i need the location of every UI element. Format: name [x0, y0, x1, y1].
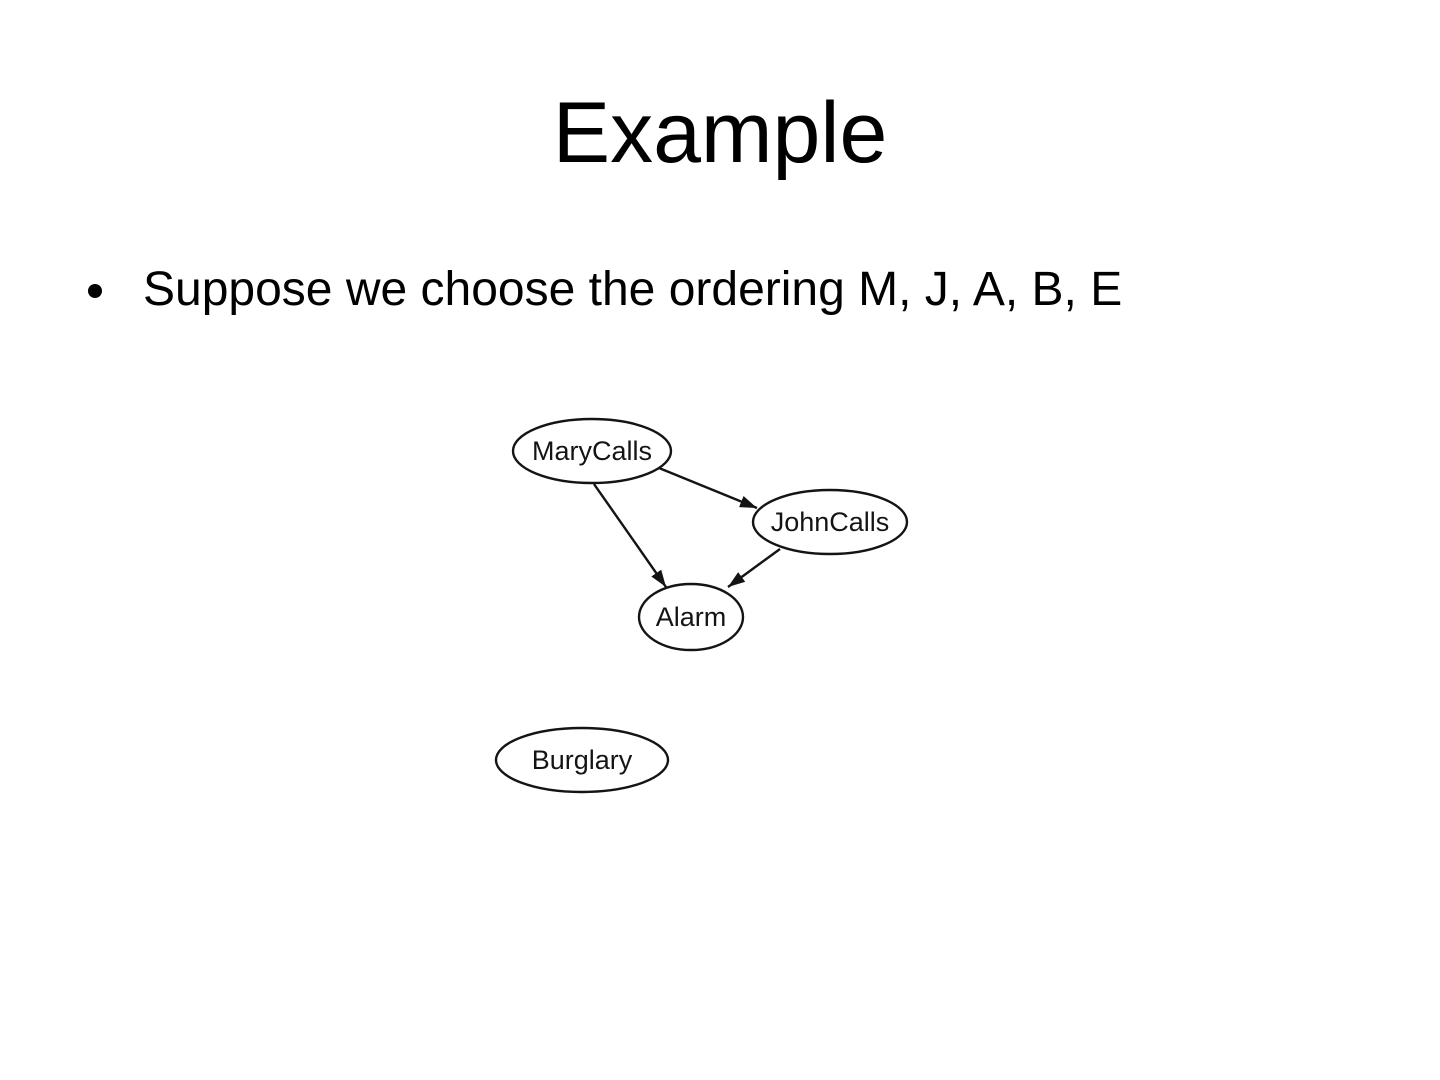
edge-marycalls-johncalls — [658, 466, 758, 510]
bullet-text: Suppose we choose the ordering M, J, A, … — [143, 263, 1123, 316]
edge-marycalls-alarm — [593, 483, 667, 588]
edge-johncalls-alarm — [727, 548, 781, 588]
node-alarm-ellipse — [637, 582, 745, 652]
bullet-item: Suppose we choose the ordering M, J, A, … — [88, 266, 1122, 314]
node-marycalls: MaryCalls — [511, 417, 673, 485]
node-burglary: Burglary — [494, 726, 670, 794]
node-johncalls-ellipse — [751, 488, 909, 556]
bullet-icon — [88, 284, 102, 298]
node-marycalls-ellipse — [511, 417, 673, 485]
node-alarm-label: Alarm — [656, 602, 727, 632]
node-burglary-label: Burglary — [532, 745, 633, 775]
node-burglary-ellipse — [494, 726, 670, 794]
node-johncalls-label: JohnCalls — [771, 507, 890, 537]
slide-title: Example — [552, 85, 888, 181]
node-marycalls-label: MaryCalls — [532, 436, 652, 466]
diagram-edges — [593, 466, 781, 588]
node-johncalls: JohnCalls — [751, 488, 909, 556]
node-alarm: Alarm — [637, 582, 745, 652]
